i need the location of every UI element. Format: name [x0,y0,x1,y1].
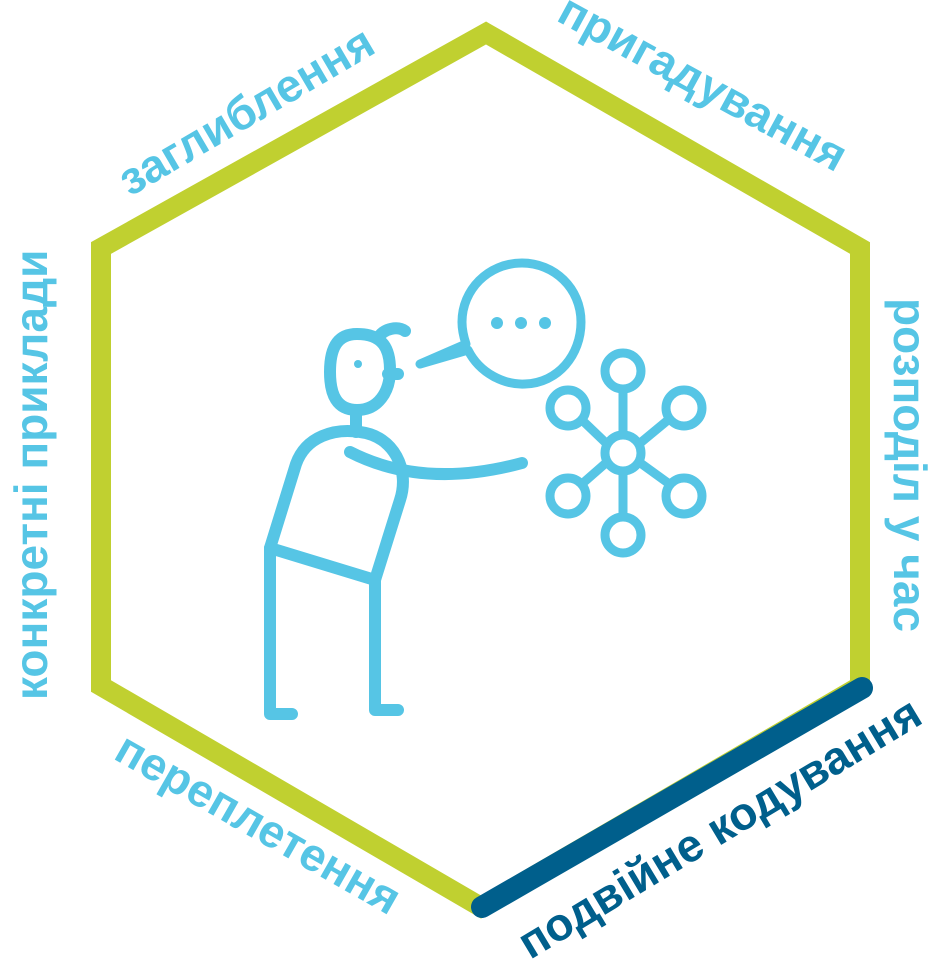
person-torso-icon [264,425,409,586]
speech-bubble-ellipsis-icon [415,258,586,389]
person-arm-icon [344,446,528,480]
network-graph-icon [545,348,707,558]
label-left: конкретні приклади [5,250,57,700]
label-bottom-left: переплетення [107,721,410,924]
person-leg-right-icon [369,574,404,716]
person-leg-left-icon [264,542,298,720]
label-bottom-right: подвійне кодування [508,686,930,968]
person-head-icon [324,322,411,438]
hexagon-highlight-edge [471,677,873,918]
person-explaining-network-icon [264,322,528,720]
